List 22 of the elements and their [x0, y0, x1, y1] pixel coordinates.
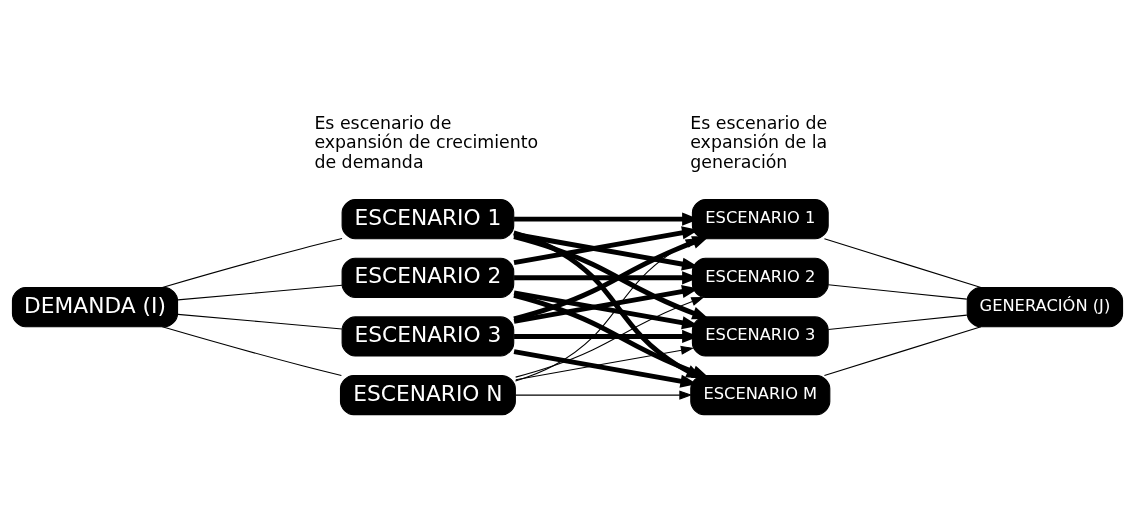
node-box: ESCENARIO 3 [341, 315, 515, 357]
connector [827, 283, 968, 300]
connector [827, 314, 968, 330]
node-box: ESCENARIO 1 [341, 198, 515, 239]
label: Es escenario de expansión de la generación [690, 112, 828, 172]
arrow [515, 390, 693, 400]
node-box: GENERACIÓN (J) [966, 286, 1124, 327]
node-box: ESCENARIO 3 [691, 315, 829, 357]
node-box: ESCENARIO 2 [691, 257, 829, 298]
connector [177, 313, 343, 329]
node-box: DEMANDA (I) [11, 286, 179, 327]
connector [161, 325, 342, 376]
connector [823, 237, 982, 288]
connector [161, 237, 343, 288]
connector [823, 325, 982, 376]
connector [177, 284, 343, 300]
node-box: ESCENARIO 2 [341, 257, 515, 298]
arrow [515, 345, 694, 380]
label: Es escenario de expansión de crecimiento de demanda [314, 112, 539, 172]
node-box: ESCENARIO 1 [691, 198, 829, 239]
node-box: ESCENARIO M [690, 374, 831, 415]
node-box: ESCENARIO N [339, 374, 516, 415]
